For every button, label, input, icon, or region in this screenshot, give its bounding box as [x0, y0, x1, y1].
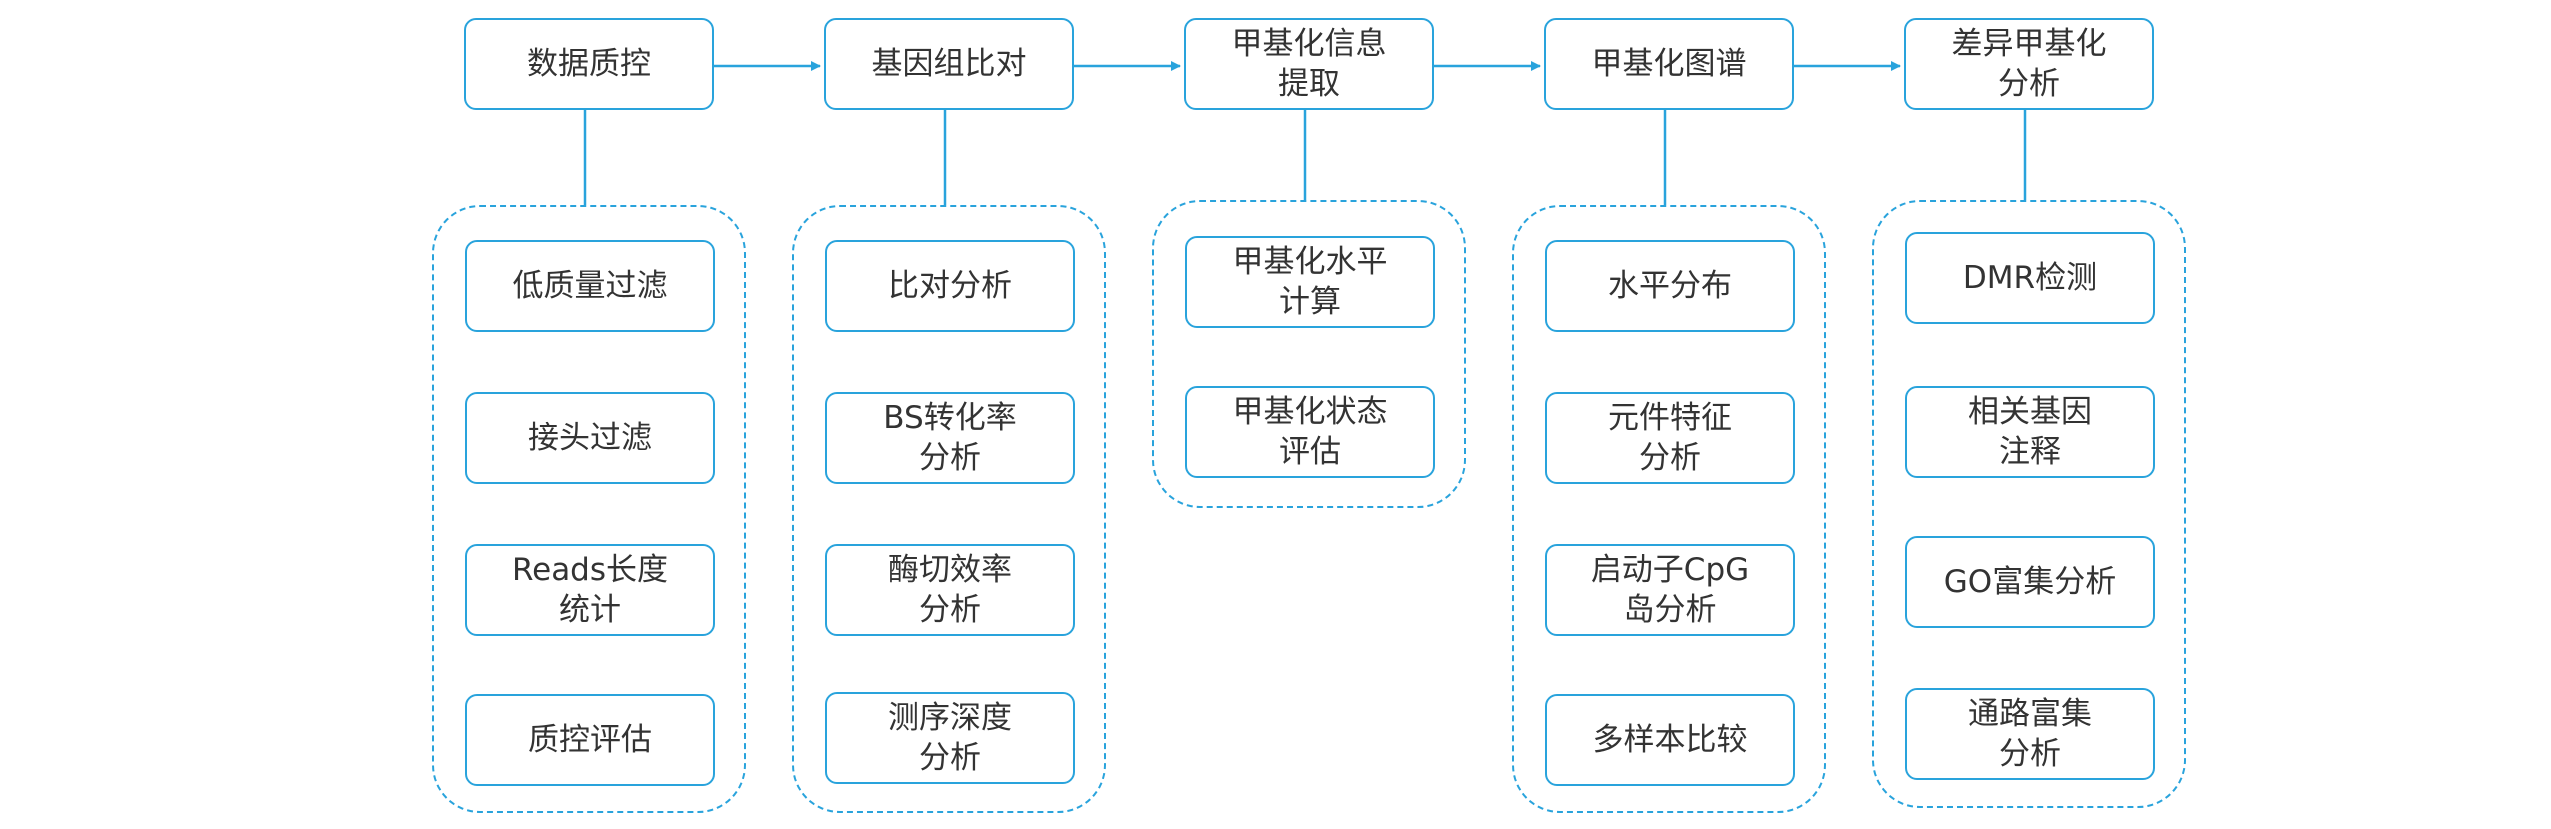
stage-3-step-2: 甲基化状态 评估 — [1185, 386, 1435, 478]
stage-5-step-3: GO富集分析 — [1905, 536, 2155, 628]
stage-4-step-3: 启动子CpG 岛分析 — [1545, 544, 1795, 636]
stage-3-step-1: 甲基化水平 计算 — [1185, 236, 1435, 328]
stage-4-step-1: 水平分布 — [1545, 240, 1795, 332]
stage-1-step-2: 接头过滤 — [465, 392, 715, 484]
stage-2-step-2: BS转化率 分析 — [825, 392, 1075, 484]
stage-5-steps-group — [1872, 200, 2186, 808]
stage-4-step-4: 多样本比较 — [1545, 694, 1795, 786]
stage-1-steps-group — [432, 205, 746, 813]
stage-5-step-2: 相关基因 注释 — [1905, 386, 2155, 478]
stage-4-steps-group — [1512, 205, 1826, 813]
stage-1-step-3: Reads长度 统计 — [465, 544, 715, 636]
stage-4-title: 甲基化图谱 — [1544, 18, 1794, 110]
stage-2-steps-group — [792, 205, 1106, 813]
stage-3-title: 甲基化信息 提取 — [1184, 18, 1434, 110]
stage-2-step-4: 测序深度 分析 — [825, 692, 1075, 784]
stage-4-step-2: 元件特征 分析 — [1545, 392, 1795, 484]
stage-1-step-4: 质控评估 — [465, 694, 715, 786]
stage-1-title: 数据质控 — [464, 18, 714, 110]
stage-5-step-1: DMR检测 — [1905, 232, 2155, 324]
stage-3-steps-group — [1152, 200, 1466, 508]
stage-2-title: 基因组比对 — [824, 18, 1074, 110]
stage-2-step-1: 比对分析 — [825, 240, 1075, 332]
stage-2-step-3: 酶切效率 分析 — [825, 544, 1075, 636]
stage-1-step-1: 低质量过滤 — [465, 240, 715, 332]
stage-5-step-4: 通路富集 分析 — [1905, 688, 2155, 780]
stage-5-title: 差异甲基化 分析 — [1904, 18, 2154, 110]
